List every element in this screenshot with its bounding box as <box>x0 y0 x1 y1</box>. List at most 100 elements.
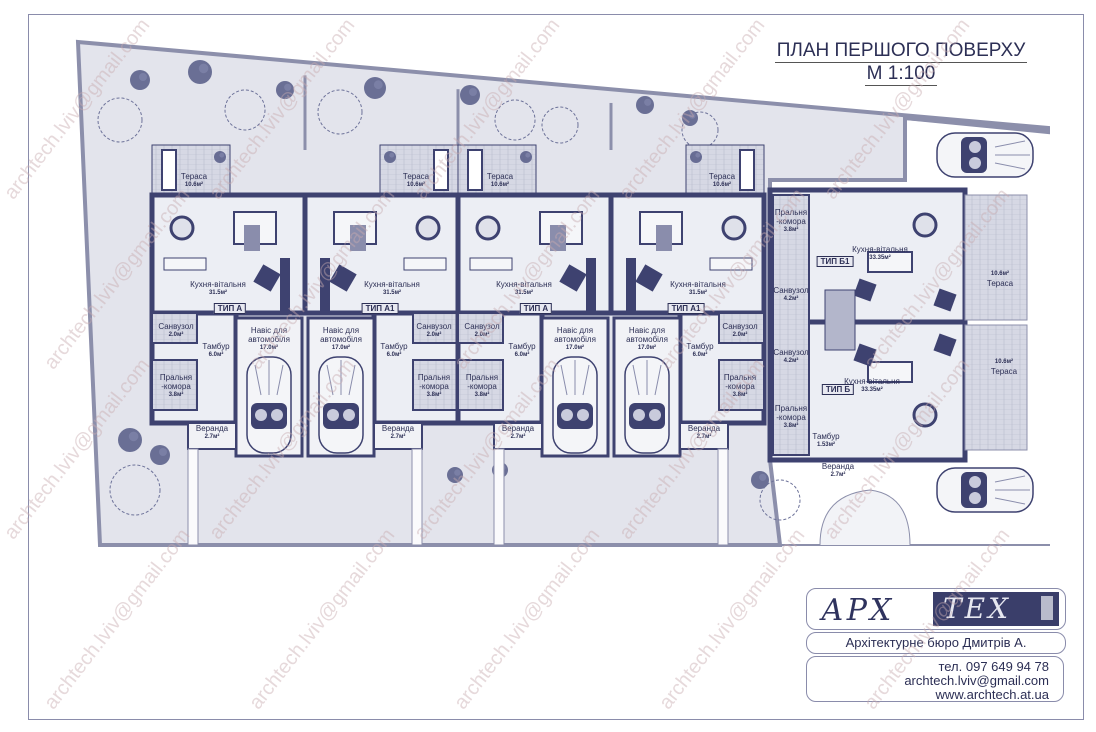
site-boundary-line <box>904 116 1049 132</box>
label-vestibule-text: Тамбур <box>380 342 408 351</box>
label-kitchen-text: Кухня-вітальня <box>190 280 246 289</box>
potted-plant <box>384 151 396 163</box>
armchair <box>253 264 281 292</box>
veranda <box>187 422 237 450</box>
coffee-table <box>350 225 366 251</box>
label-bath-text: 2.0м² <box>474 332 490 338</box>
tree <box>460 85 480 105</box>
label-veranda-text: 2.7м² <box>696 434 712 440</box>
coffee-table <box>244 225 260 251</box>
label-laundry-text: Пральня <box>417 373 451 382</box>
label-laundry-text: 3.8м² <box>732 392 748 398</box>
tree-highlight <box>159 448 167 456</box>
shrub-outline <box>224 89 266 131</box>
kitchen-living-room <box>608 192 767 316</box>
label-laundry-text: -комора <box>776 217 806 226</box>
laundry-room <box>457 359 504 411</box>
label-bath-text: Санвузол <box>773 348 809 357</box>
label-vestibule-text: Тамбур <box>812 432 840 441</box>
label-vestibule-text: Тамбур <box>508 342 536 351</box>
veranda <box>493 422 543 450</box>
shrub-outline <box>541 106 579 144</box>
logo-part-2-text: ТЕХ <box>943 592 1012 625</box>
label-laundry-text: Пральня <box>774 404 808 413</box>
label-kitchen-text: Кухня-вітальня <box>852 245 908 254</box>
label-bath-text: Санвузол <box>416 322 452 331</box>
tree-highlight <box>454 469 461 476</box>
terrace-bench <box>467 149 483 191</box>
entrance-path <box>493 448 505 546</box>
armchair <box>329 264 357 292</box>
coffee-table <box>656 225 672 251</box>
label-veranda-text: 2.7м² <box>390 434 406 440</box>
label-laundry-text: 3.8м² <box>474 392 490 398</box>
dining-table <box>721 215 747 241</box>
label-laundry-text: 3.8м² <box>426 392 442 398</box>
plan-title: ПЛАН ПЕРШОГО ПОВЕРХУ М 1:100 <box>766 40 1036 86</box>
laundry-room <box>151 359 198 411</box>
label-terrace-text: Тераса <box>986 279 1014 288</box>
label-bath-text: 2.0м² <box>732 332 748 338</box>
armchair <box>933 288 957 312</box>
tree-highlight <box>469 88 477 96</box>
tree-highlight <box>695 152 701 158</box>
label-laundry-text: Пральня <box>774 208 808 217</box>
label-kitchen-text: 33.35м² <box>869 255 891 261</box>
label-vestibule-text: Тамбур <box>686 342 714 351</box>
shrub-outline <box>681 111 719 149</box>
label-carport-text: автомобіля <box>248 335 290 344</box>
label-laundry-text: 3.8м² <box>783 227 799 233</box>
staircase <box>626 258 636 313</box>
sheet-frame <box>28 14 1084 720</box>
tree-highlight <box>198 63 209 74</box>
parked-car <box>552 356 598 454</box>
shrub-outline <box>759 479 801 521</box>
contact-phone: тел. 097 649 94 78 <box>938 659 1049 674</box>
label-terrace-text: Тераса <box>990 367 1018 376</box>
veranda <box>679 422 729 450</box>
service-strip <box>772 194 810 456</box>
coffee-table <box>550 225 566 251</box>
tree-highlight <box>689 112 696 119</box>
label-terrace-text: 10.6м² <box>490 182 510 188</box>
bathroom <box>412 312 459 344</box>
logo-mark-icon <box>1041 596 1053 620</box>
label-carport-text: Навіс для <box>556 326 594 335</box>
tree <box>364 77 386 99</box>
terrace-upper <box>964 194 1028 321</box>
tree <box>682 110 698 126</box>
label-terrace-text: 10.6м² <box>184 182 204 188</box>
label-kitchen-text: 31.5м² <box>688 290 708 296</box>
terrace-bench <box>739 149 755 191</box>
label-veranda-text: 2.7м² <box>204 434 220 440</box>
terrace-lower <box>964 324 1028 451</box>
label-terrace-text: 10.6м² <box>712 182 732 188</box>
entrance-path <box>187 448 199 546</box>
label-veranda-text: Веранда <box>821 462 855 471</box>
tree <box>447 467 463 483</box>
label-veranda-text: Веранда <box>195 424 229 433</box>
label-carport-text: 17.0м² <box>637 345 657 351</box>
parked-car <box>936 467 1034 513</box>
parked-car <box>936 132 1034 178</box>
tree-highlight <box>128 431 139 442</box>
label-carport-text: автомобіля <box>320 335 362 344</box>
label-carport-text: Навіс для <box>628 326 666 335</box>
tree-highlight <box>525 152 531 158</box>
label-kitchen-text: Кухня-вітальня <box>496 280 552 289</box>
tree <box>150 445 170 465</box>
unit-type-badge: ТИП А1 <box>667 303 705 314</box>
terrace-bench <box>161 149 177 191</box>
label-laundry-text: 3.8м² <box>783 423 799 429</box>
label-bath-text: 4.2м² <box>783 358 799 364</box>
